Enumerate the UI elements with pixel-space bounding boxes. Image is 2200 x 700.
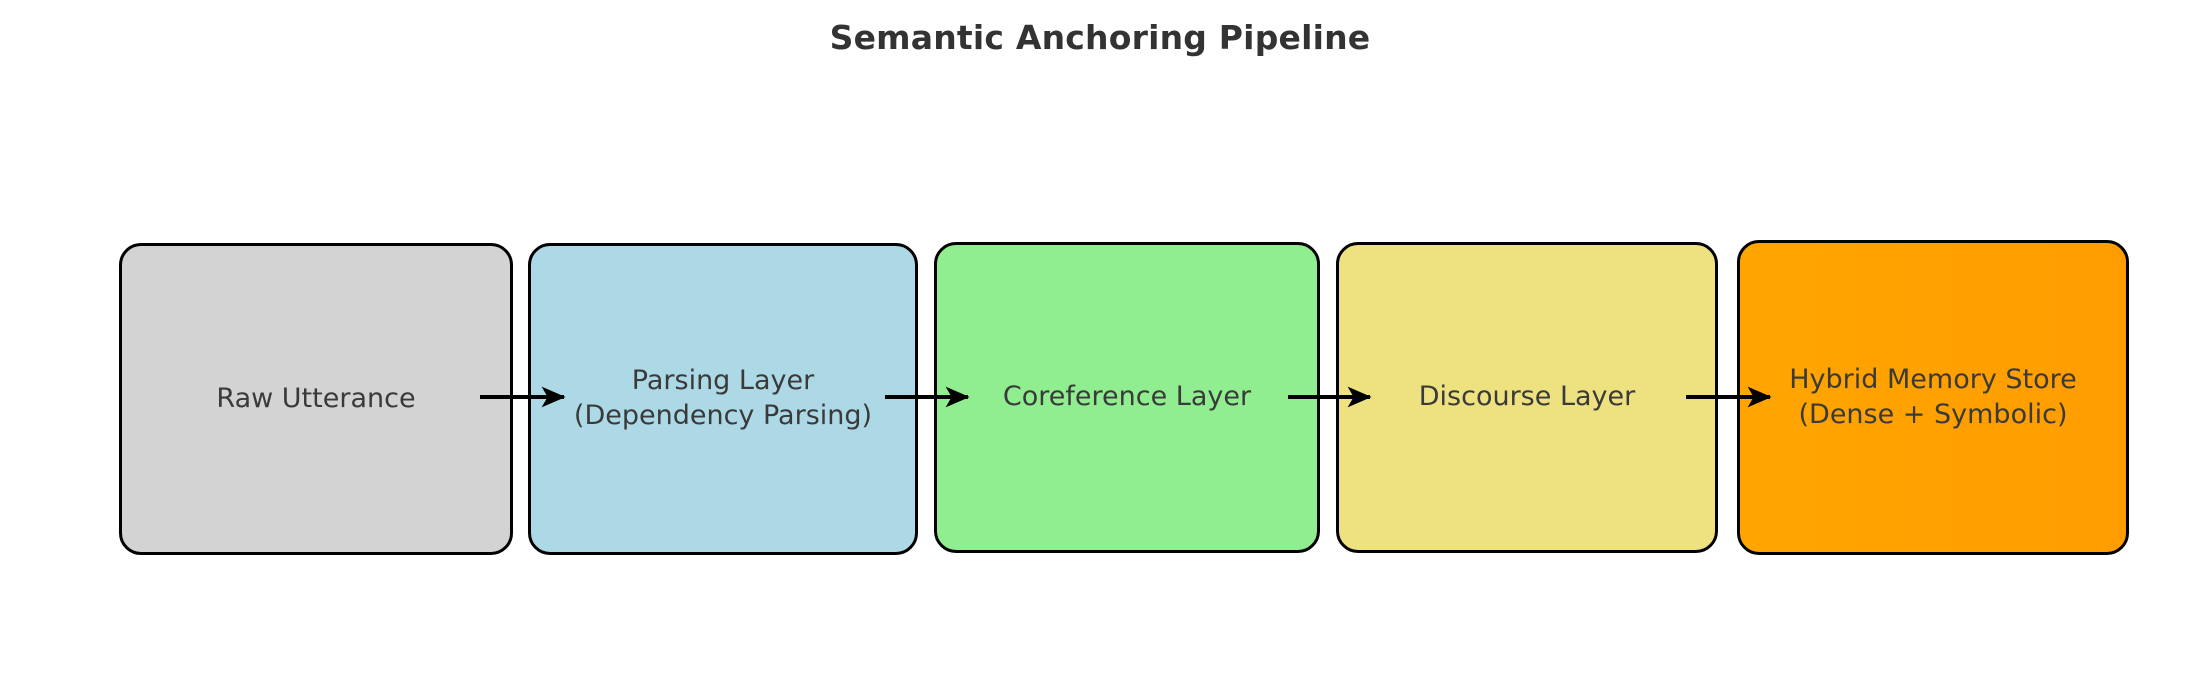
node-label-parsing-layer: Parsing Layer (Dependency Parsing): [573, 365, 873, 431]
node-label-coreference-layer: Coreference Layer: [1002, 381, 1252, 413]
node-coreference-layer[interactable]: Coreference Layer: [934, 242, 1320, 553]
page-title: Semantic Anchoring Pipeline: [829, 18, 1371, 57]
node-label-hybrid-memory-store: Hybrid Memory Store (Dense + Symbolic): [1789, 363, 2077, 430]
node-parsing-layer[interactable]: Parsing Layer (Dependency Parsing): [528, 243, 918, 555]
node-raw-utterance[interactable]: Raw Utterance: [119, 243, 513, 555]
node-label-discourse-layer: Discourse Layer: [1418, 381, 1636, 413]
node-discourse-layer[interactable]: Discourse Layer: [1336, 242, 1718, 553]
node-label-raw-utterance: Raw Utterance: [216, 382, 416, 414]
node-hybrid-memory-store[interactable]: Hybrid Memory Store (Dense + Symbolic): [1737, 240, 2129, 555]
